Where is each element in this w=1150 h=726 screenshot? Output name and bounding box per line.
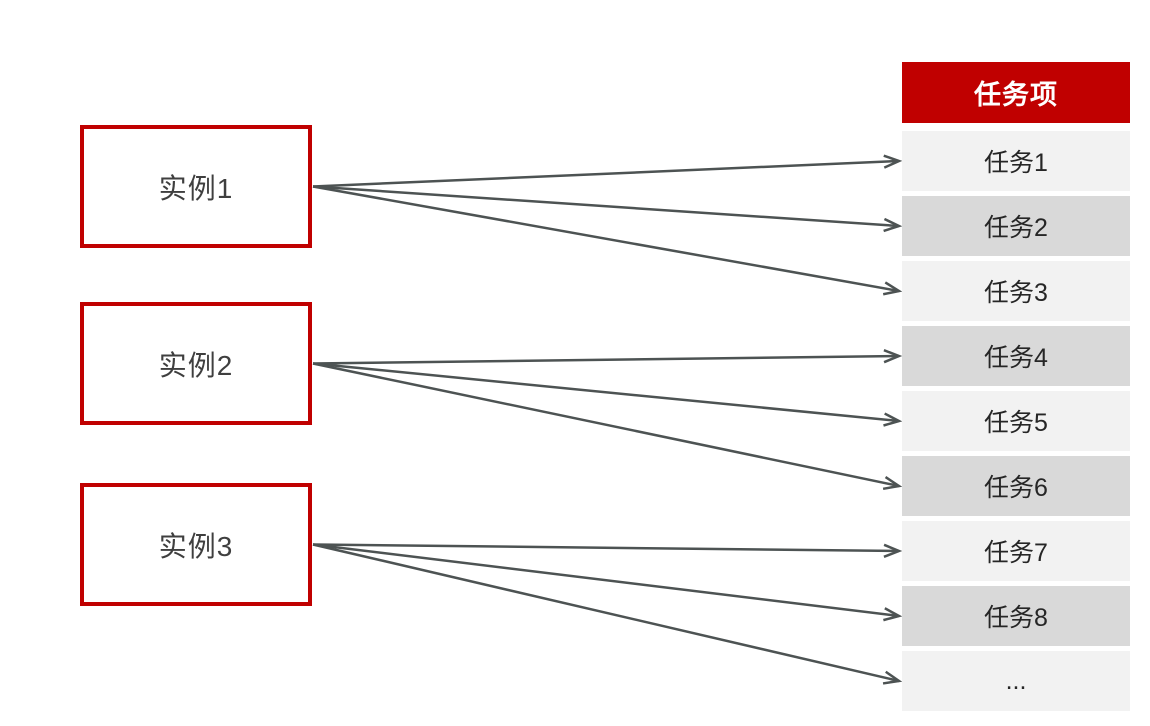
connector-instance-box-3-to-task-row-7 bbox=[312, 543, 899, 552]
connector-instance-box-1-to-task-row-1 bbox=[312, 161, 899, 188]
task-row-3: 任务3 bbox=[902, 261, 1130, 321]
task-row-6: 任务6 bbox=[902, 456, 1130, 516]
instance-label: 实例3 bbox=[158, 530, 234, 562]
connector-instance-box-2-to-task-row-4 bbox=[312, 356, 899, 365]
task-row-2: 任务2 bbox=[902, 196, 1130, 256]
task-table-header: 任务项 bbox=[902, 62, 1130, 123]
task-row-4: 任务4 bbox=[902, 326, 1130, 386]
connector-instance-box-3-to-task-row-8 bbox=[312, 543, 899, 617]
instance-label: 实例1 bbox=[158, 172, 234, 204]
instance-box-3: 实例3 bbox=[80, 483, 312, 606]
task-row-8: 任务8 bbox=[902, 586, 1130, 646]
task-row-7: 任务7 bbox=[902, 521, 1130, 581]
instance-box-1: 实例1 bbox=[80, 125, 312, 248]
connector-instance-box-1-to-task-row-2 bbox=[312, 185, 899, 227]
connector-instance-box-1-to-task-row-3 bbox=[312, 185, 899, 292]
connector-instance-box-2-to-task-row-6 bbox=[312, 362, 899, 487]
connector-instance-box-2-to-task-row-5 bbox=[312, 362, 899, 422]
task-table: 任务项 任务1 任务2 任务3 任务4 任务5 任务6 任务7 任务8 ... bbox=[902, 62, 1130, 711]
task-row-1: 任务1 bbox=[902, 131, 1130, 191]
instance-box-2: 实例2 bbox=[80, 302, 312, 425]
task-row-9: ... bbox=[902, 651, 1130, 711]
connector-instance-box-3-to-task-row-9 bbox=[312, 543, 899, 682]
instance-label: 实例2 bbox=[158, 349, 234, 381]
task-row-5: 任务5 bbox=[902, 391, 1130, 451]
